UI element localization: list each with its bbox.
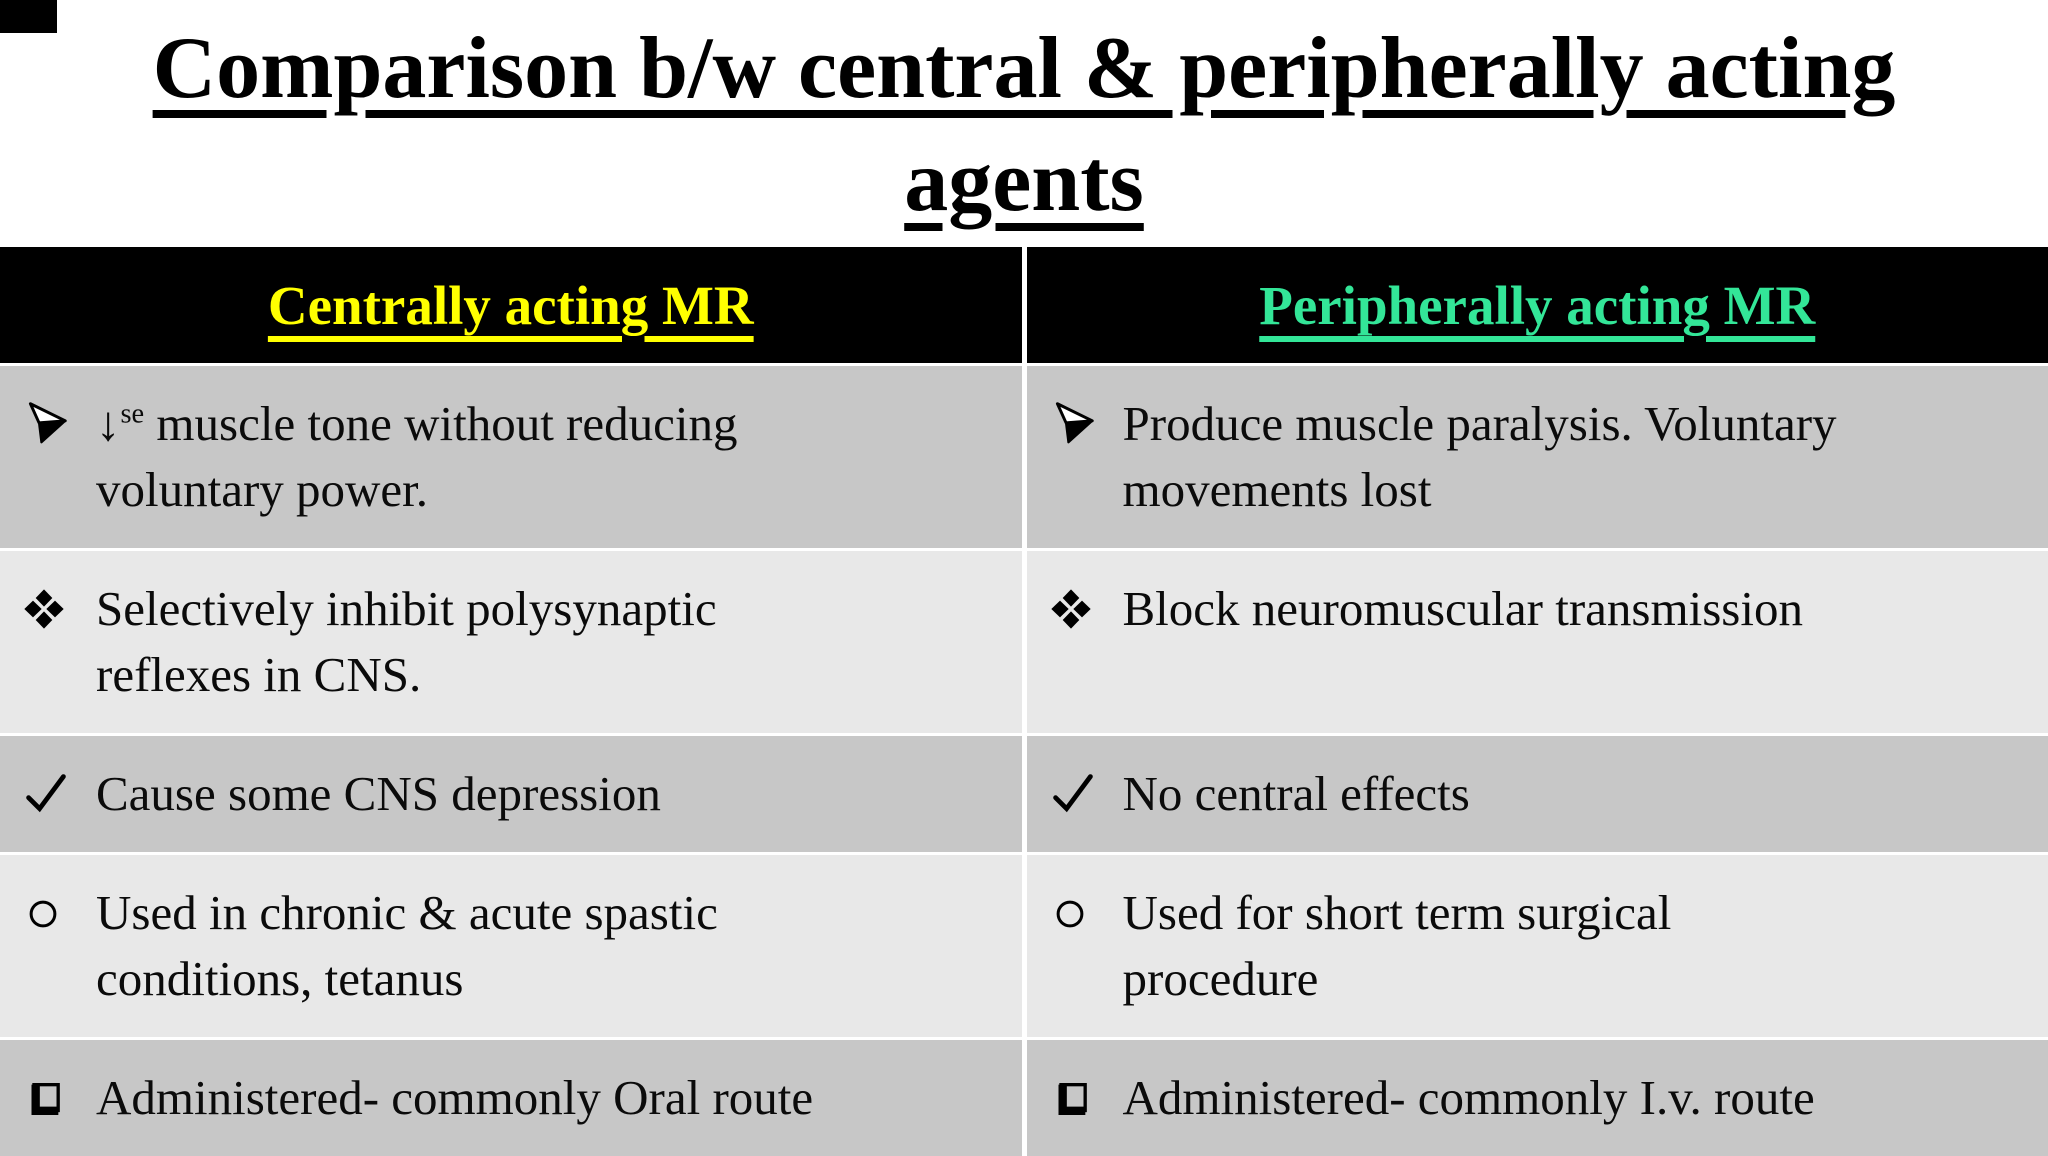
title-line-2: agents <box>904 133 1144 230</box>
cell-text: ↓se muscle tone without reducing volunta… <box>96 391 998 523</box>
circle-bullet-icon <box>1051 880 1123 929</box>
corner-artifact <box>0 0 57 33</box>
comparison-table: Centrally acting MR Peripherally acting … <box>0 247 2048 1156</box>
circle-bullet-icon <box>24 880 96 929</box>
check-bullet-icon <box>24 761 96 816</box>
table-cell-left: Administered- commonly Oral route <box>0 1040 1022 1156</box>
square-bullet-icon <box>1051 1065 1123 1118</box>
cell-text: No central effects <box>1123 761 2025 827</box>
table-cell-right: Administered- commonly I.v. route <box>1027 1040 2048 1156</box>
cell-text: Produce muscle paralysis. Voluntary move… <box>1123 391 2025 523</box>
table-row: Selectively inhibit polysynaptic reflexe… <box>0 551 2048 733</box>
header-label-centrally-acting: Centrally acting MR <box>268 274 754 337</box>
table-cell-left: Selectively inhibit polysynaptic reflexe… <box>0 551 1022 733</box>
arrowhead-bullet-icon <box>24 391 96 445</box>
table-body: ↓se muscle tone without reducing volunta… <box>0 366 2048 1156</box>
table-cell-right: Used for short term surgical procedure <box>1027 855 2048 1037</box>
table-row: ↓se muscle tone without reducing volunta… <box>0 366 2048 548</box>
table-header-row: Centrally acting MR Peripherally acting … <box>0 247 2048 363</box>
header-label-peripherally-acting: Peripherally acting MR <box>1259 274 1815 337</box>
table-row: Cause some CNS depression No central effe… <box>0 736 2048 852</box>
table-cell-left: ↓se muscle tone without reducing volunta… <box>0 366 1022 548</box>
cell-text: Used in chronic & acute spastic conditio… <box>96 880 998 1012</box>
table-cell-left: Cause some CNS depression <box>0 736 1022 852</box>
diamond-bullet-icon <box>1051 576 1123 629</box>
page-title: Comparison b/w central & peripherally ac… <box>0 0 2048 238</box>
cell-text: Used for short term surgical procedure <box>1123 880 2025 1012</box>
table-row: Administered- commonly Oral route Adminis… <box>0 1040 2048 1156</box>
superscript-text: se <box>121 399 145 430</box>
cell-text: Selectively inhibit polysynaptic reflexe… <box>96 576 998 708</box>
table-cell-right: No central effects <box>1027 736 2048 852</box>
cell-text: Cause some CNS depression <box>96 761 998 827</box>
header-cell-centrally-acting: Centrally acting MR <box>0 247 1022 363</box>
check-bullet-icon <box>1051 761 1123 816</box>
table-cell-left: Used in chronic & acute spastic conditio… <box>0 855 1022 1037</box>
arrowhead-bullet-icon <box>1051 391 1123 445</box>
table-cell-right: Produce muscle paralysis. Voluntary move… <box>1027 366 2048 548</box>
header-cell-peripherally-acting: Peripherally acting MR <box>1027 247 2048 363</box>
cell-text: Administered- commonly I.v. route <box>1123 1065 2025 1131</box>
cell-text: Administered- commonly Oral route <box>96 1065 998 1131</box>
square-bullet-icon <box>24 1065 96 1118</box>
title-line-1: Comparison b/w central & peripherally ac… <box>153 20 1896 117</box>
cell-text: Block neuromuscular transmission <box>1123 576 2025 642</box>
table-row: Used in chronic & acute spastic conditio… <box>0 855 2048 1037</box>
table-cell-right: Block neuromuscular transmission <box>1027 551 2048 733</box>
diamond-bullet-icon <box>24 576 96 629</box>
